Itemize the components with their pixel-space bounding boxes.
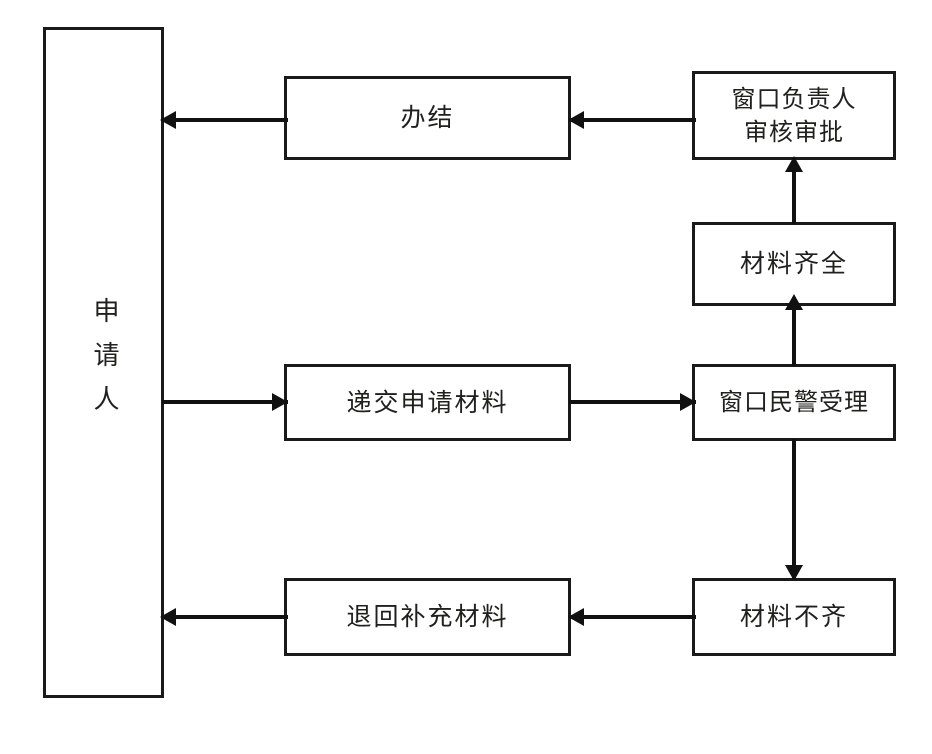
edge-supervisor-to-done-line <box>570 118 696 122</box>
edge-officer-to-complete-line <box>792 304 796 366</box>
node-materials-complete[interactable]: 材料齐全 <box>692 222 896 306</box>
edge-applicant-to-submit-arrowhead <box>272 393 288 411</box>
node-completed[interactable]: 办结 <box>284 76 571 160</box>
node-completed-label: 办结 <box>400 103 455 133</box>
edge-return-to-applicant-line <box>162 615 288 619</box>
node-materials-incomplete-label: 材料不齐 <box>739 602 848 632</box>
edge-return-to-applicant-arrowhead <box>160 608 176 626</box>
edge-incomplete-to-return-line <box>570 615 696 619</box>
node-submit-materials[interactable]: 递交申请材料 <box>284 364 571 441</box>
node-return-supplement-label: 退回补充材料 <box>346 602 509 632</box>
edge-supervisor-to-done-arrowhead <box>568 111 584 129</box>
edge-done-to-applicant-line <box>162 118 288 122</box>
node-supervisor-review[interactable]: 窗口负责人 审核审批 <box>692 71 896 160</box>
node-applicant[interactable]: 申请人 <box>43 27 164 698</box>
node-return-supplement[interactable]: 退回补充材料 <box>284 578 571 656</box>
node-officer-accept-label: 窗口民警受理 <box>719 388 869 417</box>
edge-complete-to-supervisor-arrowhead <box>785 156 803 172</box>
node-submit-materials-label: 递交申请材料 <box>346 387 509 417</box>
edge-officer-to-incomplete-line <box>792 439 796 579</box>
node-supervisor-review-label: 窗口负责人 审核审批 <box>731 85 857 146</box>
edge-submit-to-officer-arrowhead <box>680 393 696 411</box>
node-materials-complete-label: 材料齐全 <box>739 249 848 279</box>
edge-applicant-to-submit-line <box>162 400 288 404</box>
edge-officer-to-complete-arrowhead <box>785 294 803 310</box>
edge-incomplete-to-return-arrowhead <box>568 608 584 626</box>
node-materials-incomplete[interactable]: 材料不齐 <box>692 578 896 656</box>
edge-submit-to-officer-line <box>569 400 696 404</box>
edge-done-to-applicant-arrowhead <box>160 111 176 129</box>
node-applicant-label: 申请人 <box>89 296 120 429</box>
edge-complete-to-supervisor-line <box>792 158 796 224</box>
node-officer-accept[interactable]: 窗口民警受理 <box>692 364 896 441</box>
edge-officer-to-incomplete-arrowhead <box>785 565 803 581</box>
